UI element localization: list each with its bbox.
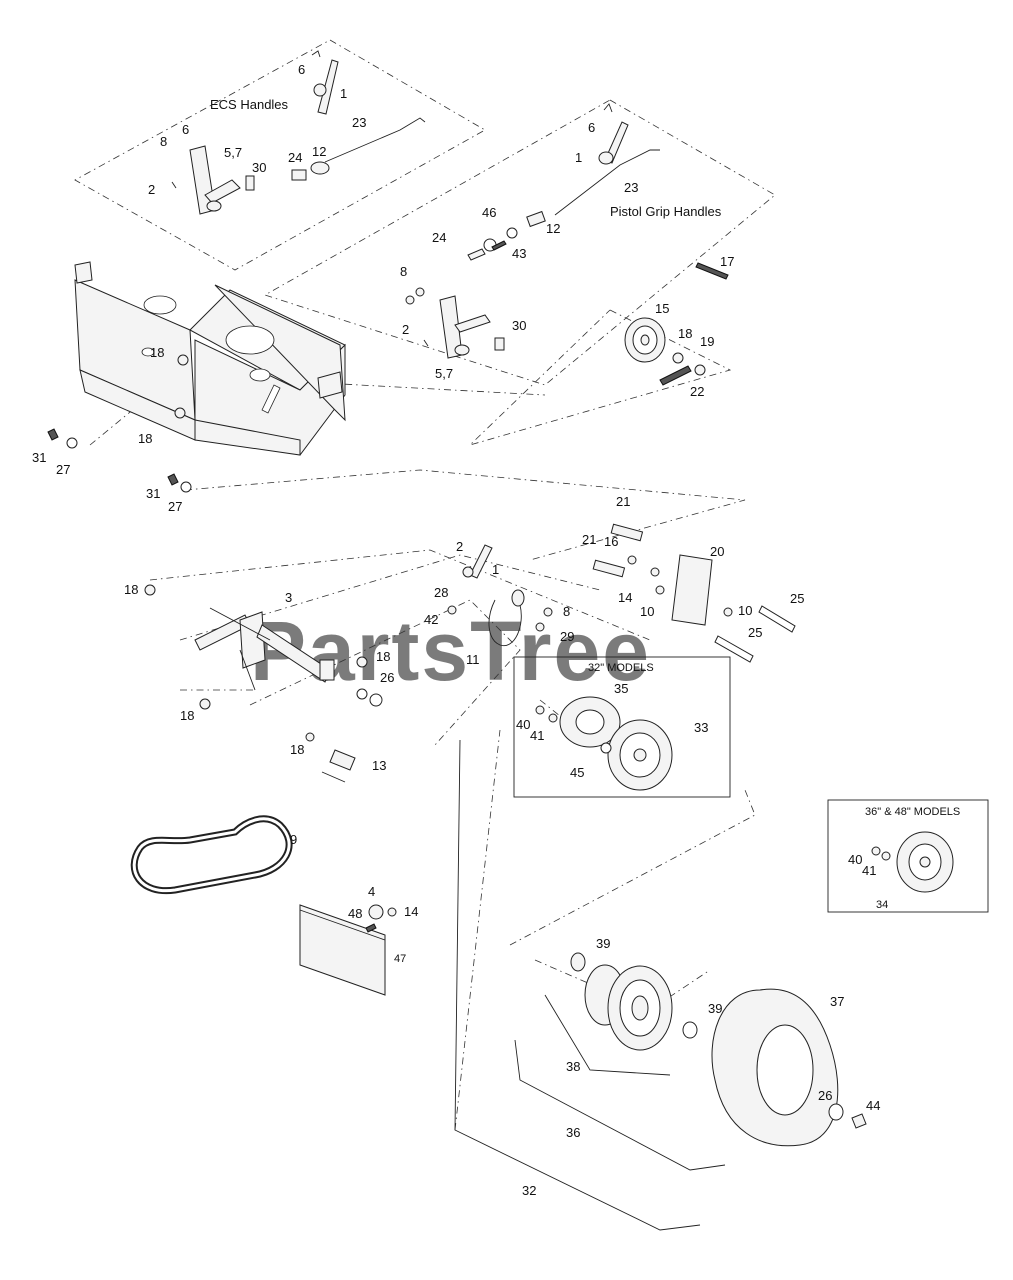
callout-label: 25 <box>790 591 804 606</box>
callout-label: 2 <box>456 539 463 554</box>
callout-label: 31 <box>32 450 46 465</box>
callout-label: 33 <box>694 720 708 735</box>
wheel-assembly <box>570 952 867 1147</box>
callout-label: 5,7 <box>224 145 242 160</box>
callout-label: 35 <box>614 681 628 696</box>
callout-label: 4 <box>368 884 375 899</box>
callout-label: 21 <box>582 532 596 547</box>
callout-label: 6 <box>182 122 189 137</box>
callout-label: 14 <box>404 904 418 919</box>
callout-label: 1 <box>492 562 499 577</box>
pistol-grip-heading: Pistol Grip Handles <box>610 204 722 219</box>
callout-label: 17 <box>720 254 734 269</box>
frame <box>74 261 346 456</box>
models-36-48-box <box>827 799 989 913</box>
callout-label: 22 <box>690 384 704 399</box>
callout-label: 26 <box>818 1088 832 1103</box>
callout-label: 3 <box>285 590 292 605</box>
callout-label: 46 <box>482 205 496 220</box>
callout-label: 8 <box>563 604 570 619</box>
callout-label: 18 <box>138 431 152 446</box>
callout-label: 43 <box>512 246 526 261</box>
callout-label: 18 <box>150 345 164 360</box>
shaft-lever-parts <box>144 584 383 783</box>
callout-label: 36 <box>566 1125 580 1140</box>
callout-label: 19 <box>700 334 714 349</box>
callout-label: 13 <box>372 758 386 773</box>
callout-label: 45 <box>570 765 584 780</box>
ecs-handles-heading: ECS Handles <box>210 97 289 112</box>
callout-label: 37 <box>830 994 844 1009</box>
callout-label: 48 <box>348 906 362 921</box>
callout-label: 5,7 <box>435 366 453 381</box>
leader-lines <box>454 739 726 1231</box>
models-32-heading: 32" MODELS <box>588 662 654 674</box>
callout-label: 20 <box>710 544 724 559</box>
callout-label: 26 <box>380 670 394 685</box>
callout-label: 40 <box>516 717 530 732</box>
idler-parts <box>624 317 706 386</box>
models-36-48-heading: 36" & 48" MODELS <box>865 806 960 818</box>
callout-label: 1 <box>340 86 347 101</box>
callout-label: 10 <box>640 604 654 619</box>
callout-label: 41 <box>530 728 544 743</box>
callout-label: 34 <box>876 899 888 911</box>
callout-label: 41 <box>862 863 876 878</box>
callout-label: 18 <box>124 582 138 597</box>
watermark: PartsTree <box>250 604 651 698</box>
callout-label: 29 <box>560 629 574 644</box>
callout-label: 31 <box>146 486 160 501</box>
pistol-grip-parts <box>405 103 729 359</box>
callout-label: 24 <box>288 150 302 165</box>
callout-label: 8 <box>400 264 407 279</box>
callout-label: 42 <box>424 612 438 627</box>
callout-label: 23 <box>624 180 638 195</box>
callout-label: 39 <box>708 1001 722 1016</box>
callout-label: 27 <box>168 499 182 514</box>
callout-label: 12 <box>546 221 560 236</box>
callout-label: 18 <box>180 708 194 723</box>
frame-fasteners <box>47 428 192 493</box>
callout-label: 40 <box>848 852 862 867</box>
callout-label: 38 <box>566 1059 580 1074</box>
callout-label: 2 <box>402 322 409 337</box>
ecs-handle-parts <box>171 50 426 215</box>
callout-label: 47 <box>394 953 406 965</box>
callout-label: 16 <box>604 534 618 549</box>
callout-label: 11 <box>466 652 480 667</box>
callout-label: 14 <box>618 590 632 605</box>
callout-label: 6 <box>588 120 595 135</box>
callout-label: 44 <box>866 1098 880 1113</box>
callout-label: 30 <box>512 318 526 333</box>
callout-label: 18 <box>290 742 304 757</box>
callout-label: 2 <box>148 182 155 197</box>
callout-label: 18 <box>678 326 692 341</box>
callout-label: 21 <box>616 494 630 509</box>
callout-label: 28 <box>434 585 448 600</box>
callouts: 6 1 8 6 5,7 30 24 12 23 2 6 1 23 46 12 2… <box>32 62 888 1198</box>
callout-label: 1 <box>575 150 582 165</box>
callout-label: 15 <box>655 301 669 316</box>
callout-label: 8 <box>160 134 167 149</box>
shield-plate <box>299 904 397 996</box>
belt <box>130 815 293 895</box>
callout-label: 30 <box>252 160 266 175</box>
models-32-box <box>513 656 731 798</box>
callout-label: 23 <box>352 115 366 130</box>
callout-label: 6 <box>298 62 305 77</box>
callout-label: 10 <box>738 603 752 618</box>
callout-label: 18 <box>376 649 390 664</box>
callout-label: 39 <box>596 936 610 951</box>
callout-label: 32 <box>522 1183 536 1198</box>
callout-label: 12 <box>312 144 326 159</box>
callout-label: 24 <box>432 230 446 245</box>
callout-label: 27 <box>56 462 70 477</box>
callout-label: 25 <box>748 625 762 640</box>
callout-label: 9 <box>290 832 297 847</box>
brake-parts <box>447 523 796 663</box>
